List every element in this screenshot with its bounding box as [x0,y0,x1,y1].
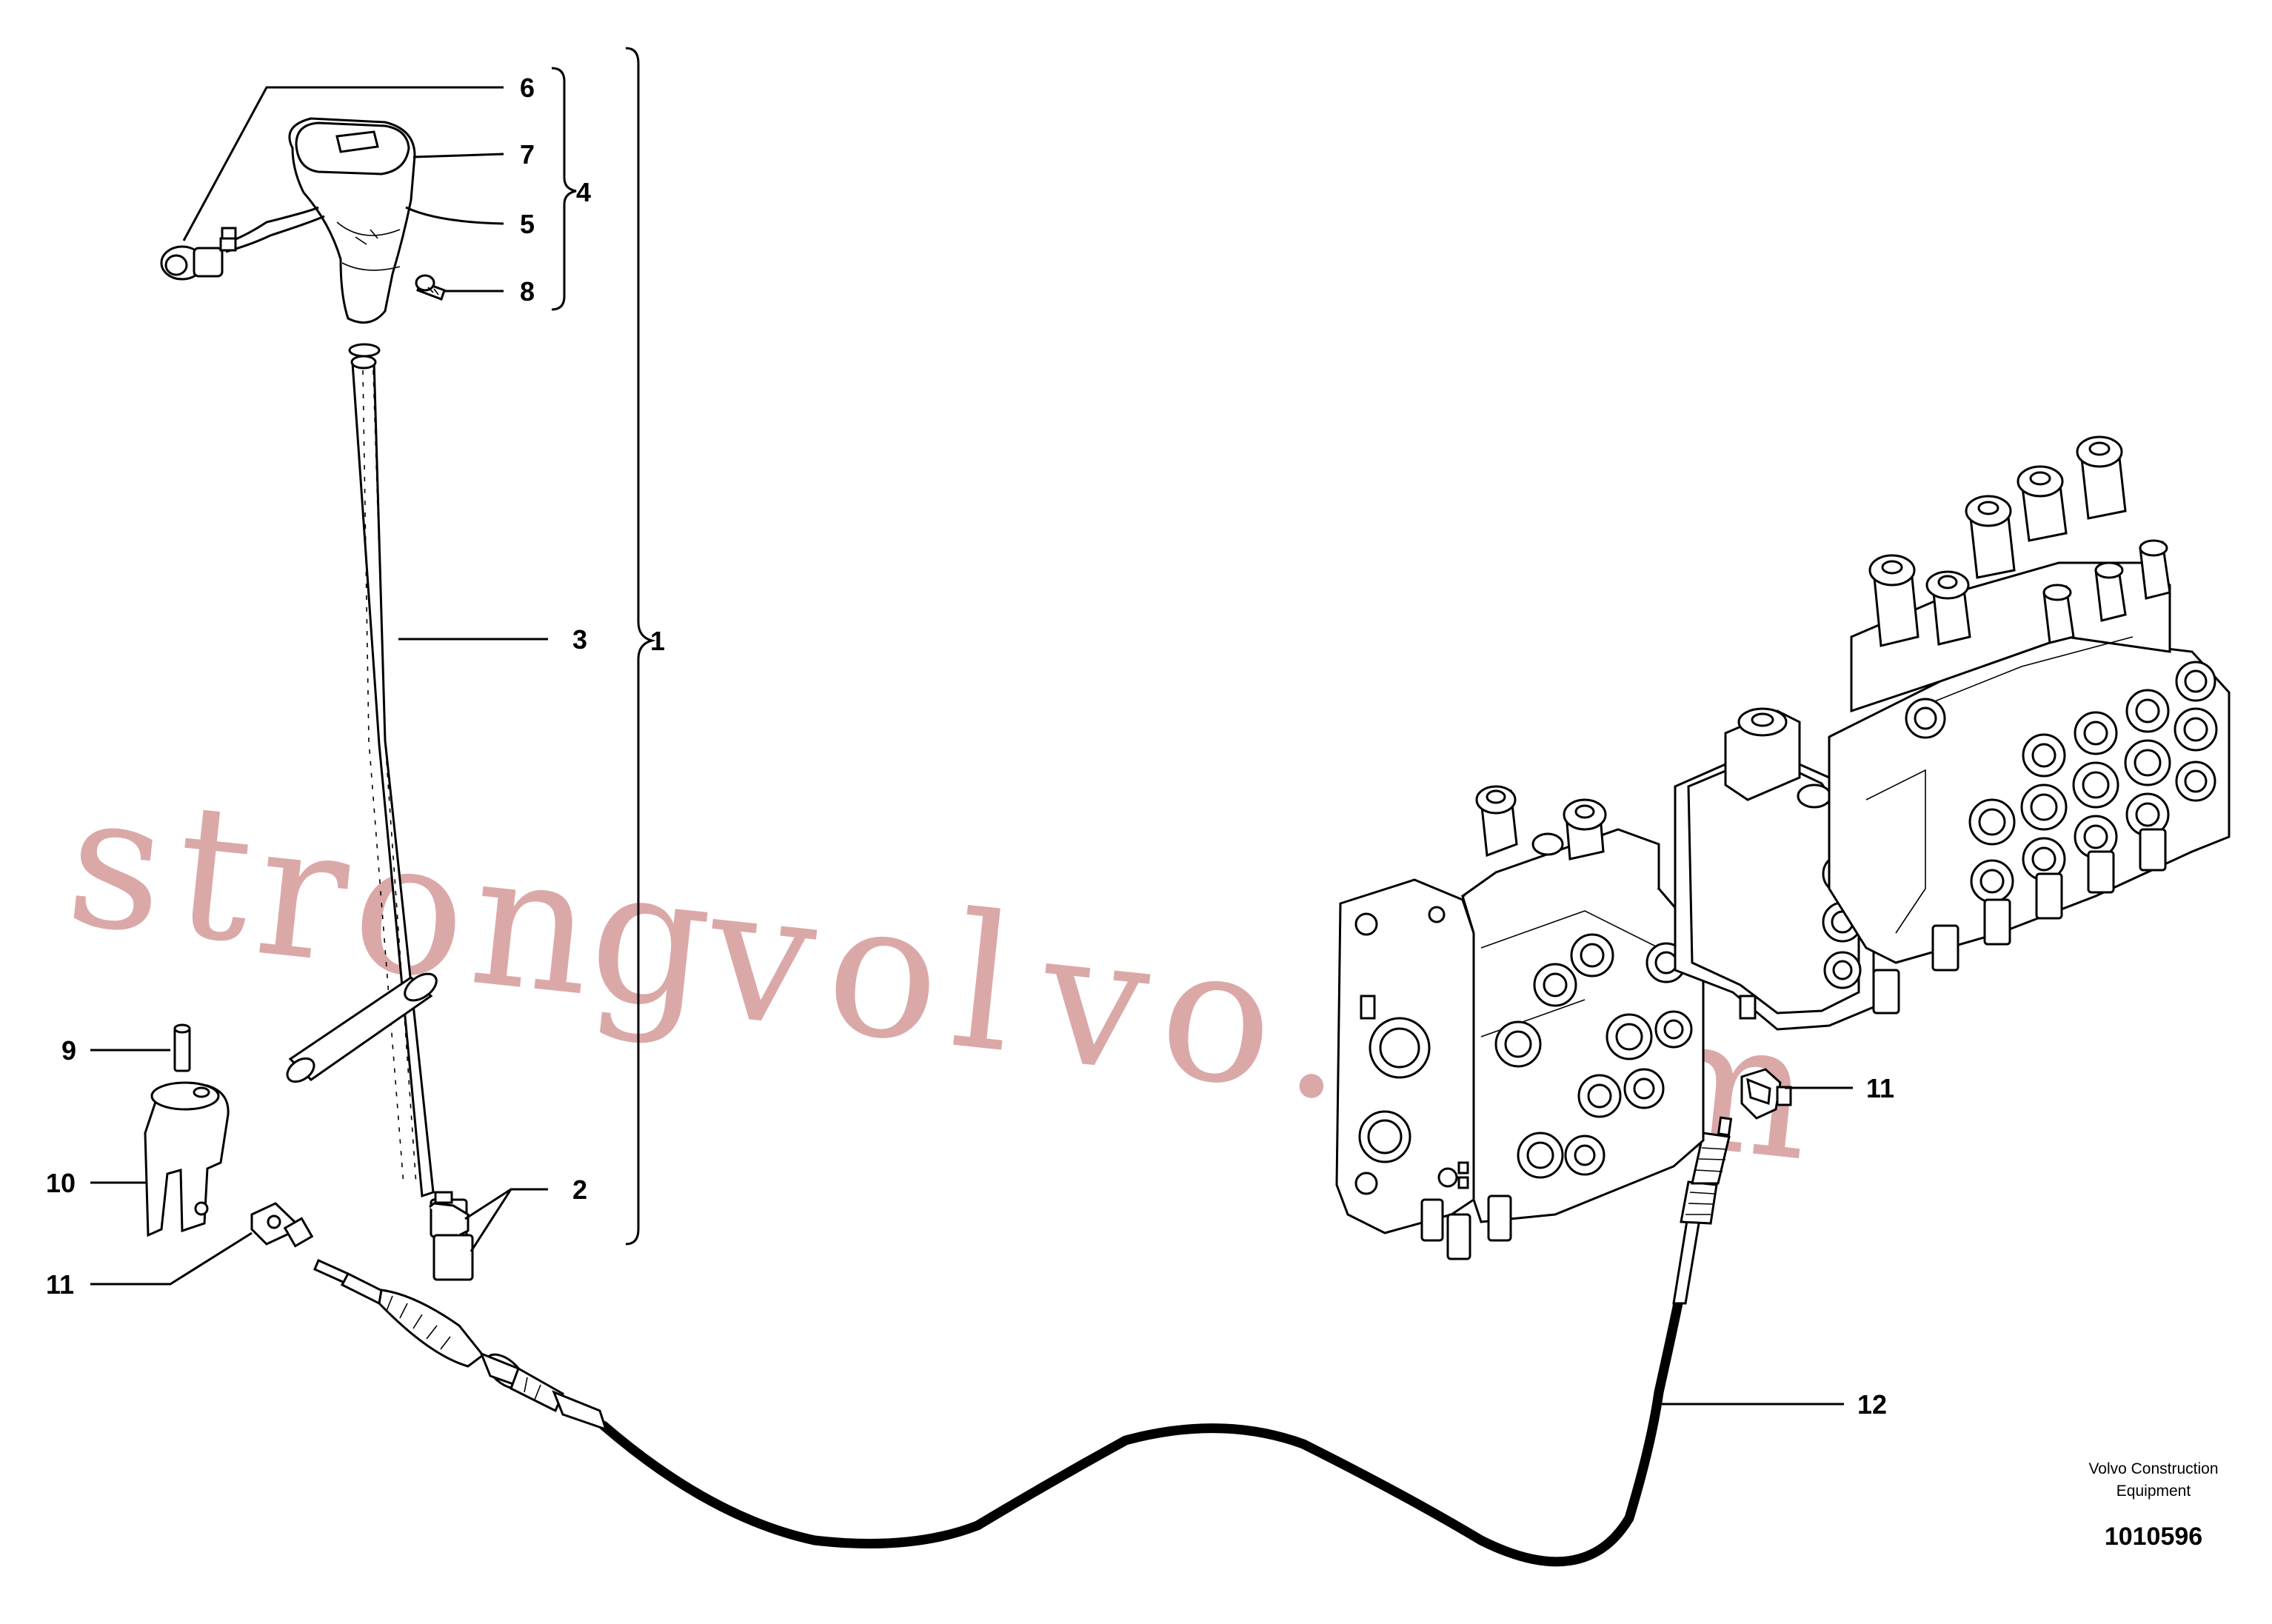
watermark-char: v [698,843,826,1069]
ball-joint-right [1740,1068,1792,1120]
caption-division: Equipment [2116,1483,2191,1500]
callout-4: 4 [576,177,591,207]
callout-3: 3 [572,624,587,655]
lever-rod [351,359,435,1198]
watermark-char: n [462,810,604,1037]
callout-labels: 6 7 5 8 4 3 1 2 9 10 11 11 12 [46,73,1894,1420]
lever-clamp [144,1081,230,1237]
callout-11-right: 11 [1866,1073,1894,1103]
callout-8: 8 [520,276,535,307]
watermark-char: g [581,825,721,1052]
caption-block: Volvo Construction Equipment 1010596 [2088,1460,2218,1551]
watermark-char: t [166,762,262,984]
watermark-char: o [1151,903,1284,1129]
callout-10: 10 [46,1168,76,1198]
callout-12: 12 [1857,1389,1887,1420]
document-number: 1010596 [2105,1523,2202,1551]
screw [415,274,446,301]
callout-2: 2 [572,1174,587,1205]
watermark-char: v [1032,888,1159,1113]
cross-pin [286,972,438,1083]
pin [173,1023,191,1072]
ball-joint-left [250,1202,314,1248]
valve-bank-right [1828,435,2231,1015]
callout-11-left: 11 [46,1269,74,1300]
switch-button [160,227,237,281]
control-cable [313,1116,1733,1567]
callout-9: 9 [61,1035,76,1066]
control-lever-assembly [160,117,474,1281]
control-valve-block [1335,785,1705,1260]
watermark-char: s [59,751,176,975]
callout-1: 1 [650,626,665,656]
rod-end-fitting [429,1191,474,1281]
callout-5: 5 [520,209,535,239]
leader-lines [90,47,1853,1406]
watermark-char: r [247,781,358,1004]
callout-6: 6 [520,73,535,103]
watermark-char: o [818,858,951,1084]
callout-7: 7 [520,139,535,170]
watermark-char: l [943,873,1025,1094]
caption-company: Volvo Construction [2088,1460,2218,1477]
